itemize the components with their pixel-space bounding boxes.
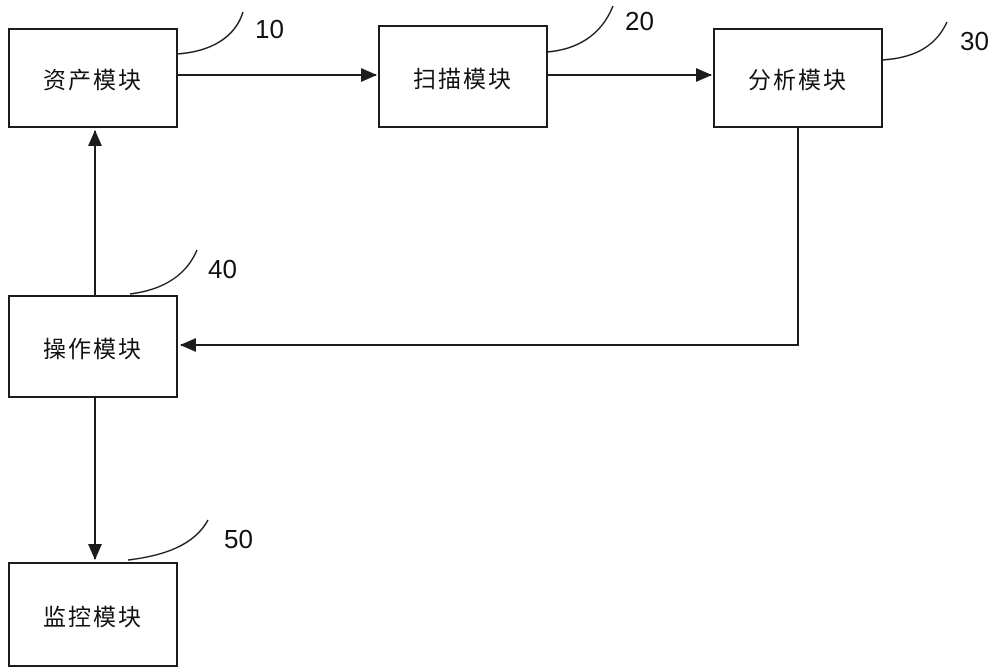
ref-label-20: 20 — [625, 6, 654, 36]
node-operation-label: 操作模块 — [43, 335, 143, 362]
ref-label-30: 30 — [960, 26, 989, 56]
node-analysis-label: 分析模块 — [748, 67, 848, 93]
node-operation-module: 操作模块 — [8, 295, 178, 398]
leader-ref-50 — [127, 519, 209, 561]
node-scan-module: 扫描模块 — [378, 25, 548, 128]
leader-ref-40 — [129, 249, 198, 295]
node-scan-label: 扫描模块 — [413, 65, 513, 92]
ref-label-40: 40 — [208, 254, 237, 284]
node-monitor-label: 监控模块 — [43, 603, 143, 630]
node-asset-label: 资产模块 — [43, 67, 143, 93]
node-asset-module: 资产模块 — [8, 28, 178, 128]
leader-ref-20 — [545, 5, 614, 53]
edge-analysis-to-operation — [180, 128, 799, 352]
ref-label-10: 10 — [255, 14, 284, 44]
node-analysis-module: 分析模块 — [713, 28, 883, 128]
ref-label-50: 50 — [224, 524, 253, 554]
node-monitor-module: 监控模块 — [8, 562, 178, 667]
leader-ref-10 — [175, 11, 244, 55]
leader-ref-30 — [881, 21, 948, 61]
